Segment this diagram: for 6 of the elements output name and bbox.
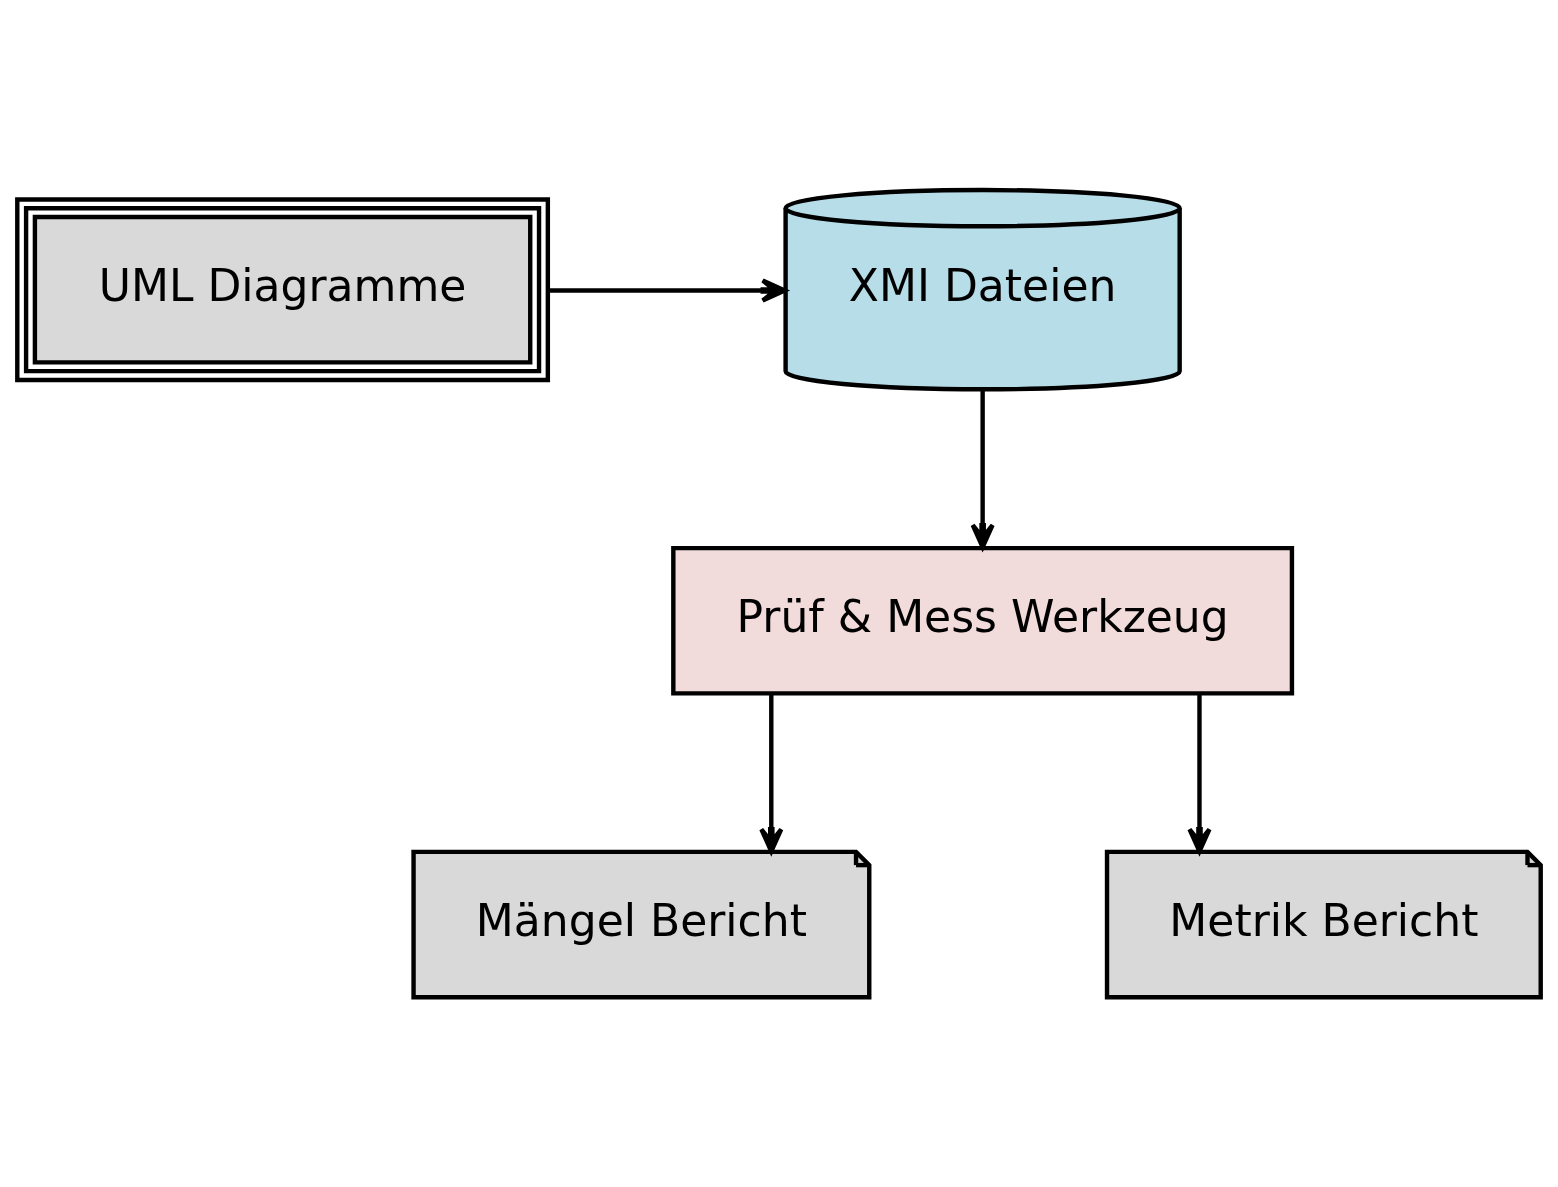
arrow [759, 693, 784, 854]
node-box: Prüf & Mess Werkzeug [671, 545, 1295, 696]
arrow [548, 278, 787, 303]
node-box: UML Diagramme [15, 197, 551, 383]
arrow [1187, 693, 1212, 854]
arrow [970, 389, 995, 550]
